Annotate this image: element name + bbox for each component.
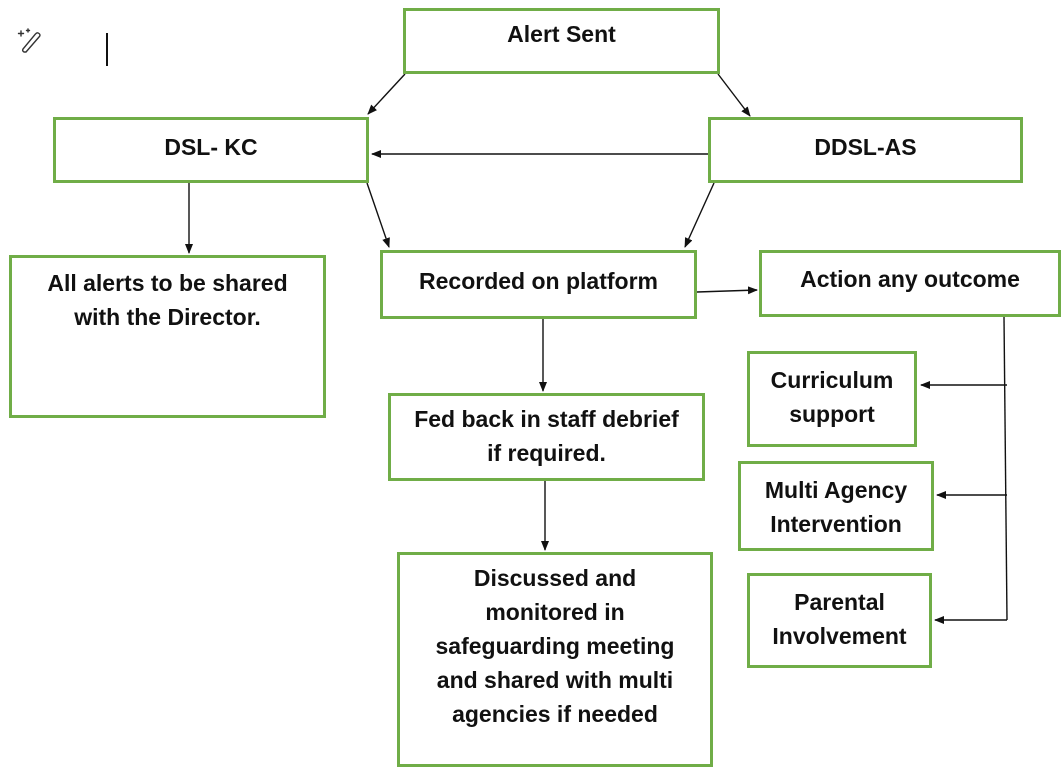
node-label-line: safeguarding meeting xyxy=(435,633,675,659)
node-all-alerts-shared: All alerts to be shared with the Director… xyxy=(9,255,326,418)
magic-wand-icon[interactable] xyxy=(17,27,45,55)
node-curriculum-support: Curriculum support xyxy=(747,351,917,447)
arrow-alert-to-dsl xyxy=(367,73,406,115)
node-label-line: Recorded on platform xyxy=(419,268,658,294)
node-label-line: All alerts to be shared xyxy=(47,270,288,296)
node-label-line: DDSL-AS xyxy=(814,134,917,160)
arrow-recorded-to-action xyxy=(696,286,758,295)
text-cursor xyxy=(106,33,108,66)
node-label-line: Discussed and xyxy=(473,565,637,591)
node-action-any-outcome: Action any outcome xyxy=(759,250,1061,317)
arrow-ddsl-to-recorded xyxy=(684,182,715,248)
node-discussed-monitored: Discussed and monitored in safeguarding me… xyxy=(397,552,713,767)
node-label-line: Intervention xyxy=(770,511,902,537)
node-label-line: if required. xyxy=(487,440,606,466)
node-label-line: Action any outcome xyxy=(800,266,1020,292)
node-dsl-kc: DSL- KC xyxy=(53,117,369,183)
node-label-line: support xyxy=(789,401,875,427)
node-alert-sent: Alert Sent xyxy=(403,8,720,74)
arrow-dsl-to-recorded xyxy=(366,182,390,248)
node-label-line: Involvement xyxy=(772,623,907,649)
node-label-line: with the Director. xyxy=(74,304,261,330)
arrow-alert-to-ddsl xyxy=(717,73,751,117)
node-label-line: Multi Agency xyxy=(764,477,908,503)
node-recorded-on-platform: Recorded on platform xyxy=(380,250,697,319)
node-label-line: agencies if needed xyxy=(452,701,658,727)
node-label-line: Fed back in staff debrief xyxy=(414,406,679,432)
node-label-line: Curriculum xyxy=(770,367,894,393)
node-label-line: and shared with multi xyxy=(436,667,674,693)
node-fed-back-debrief: Fed back in staff debrief if required. xyxy=(388,393,705,481)
node-label-line: monitored in xyxy=(485,599,625,625)
node-label-line: DSL- KC xyxy=(164,134,258,160)
node-ddsl-as: DDSL-AS xyxy=(708,117,1023,183)
connector-action-trunk xyxy=(1003,316,1008,621)
node-label-line: Alert Sent xyxy=(507,21,616,47)
node-label-line: Parental xyxy=(794,589,885,615)
